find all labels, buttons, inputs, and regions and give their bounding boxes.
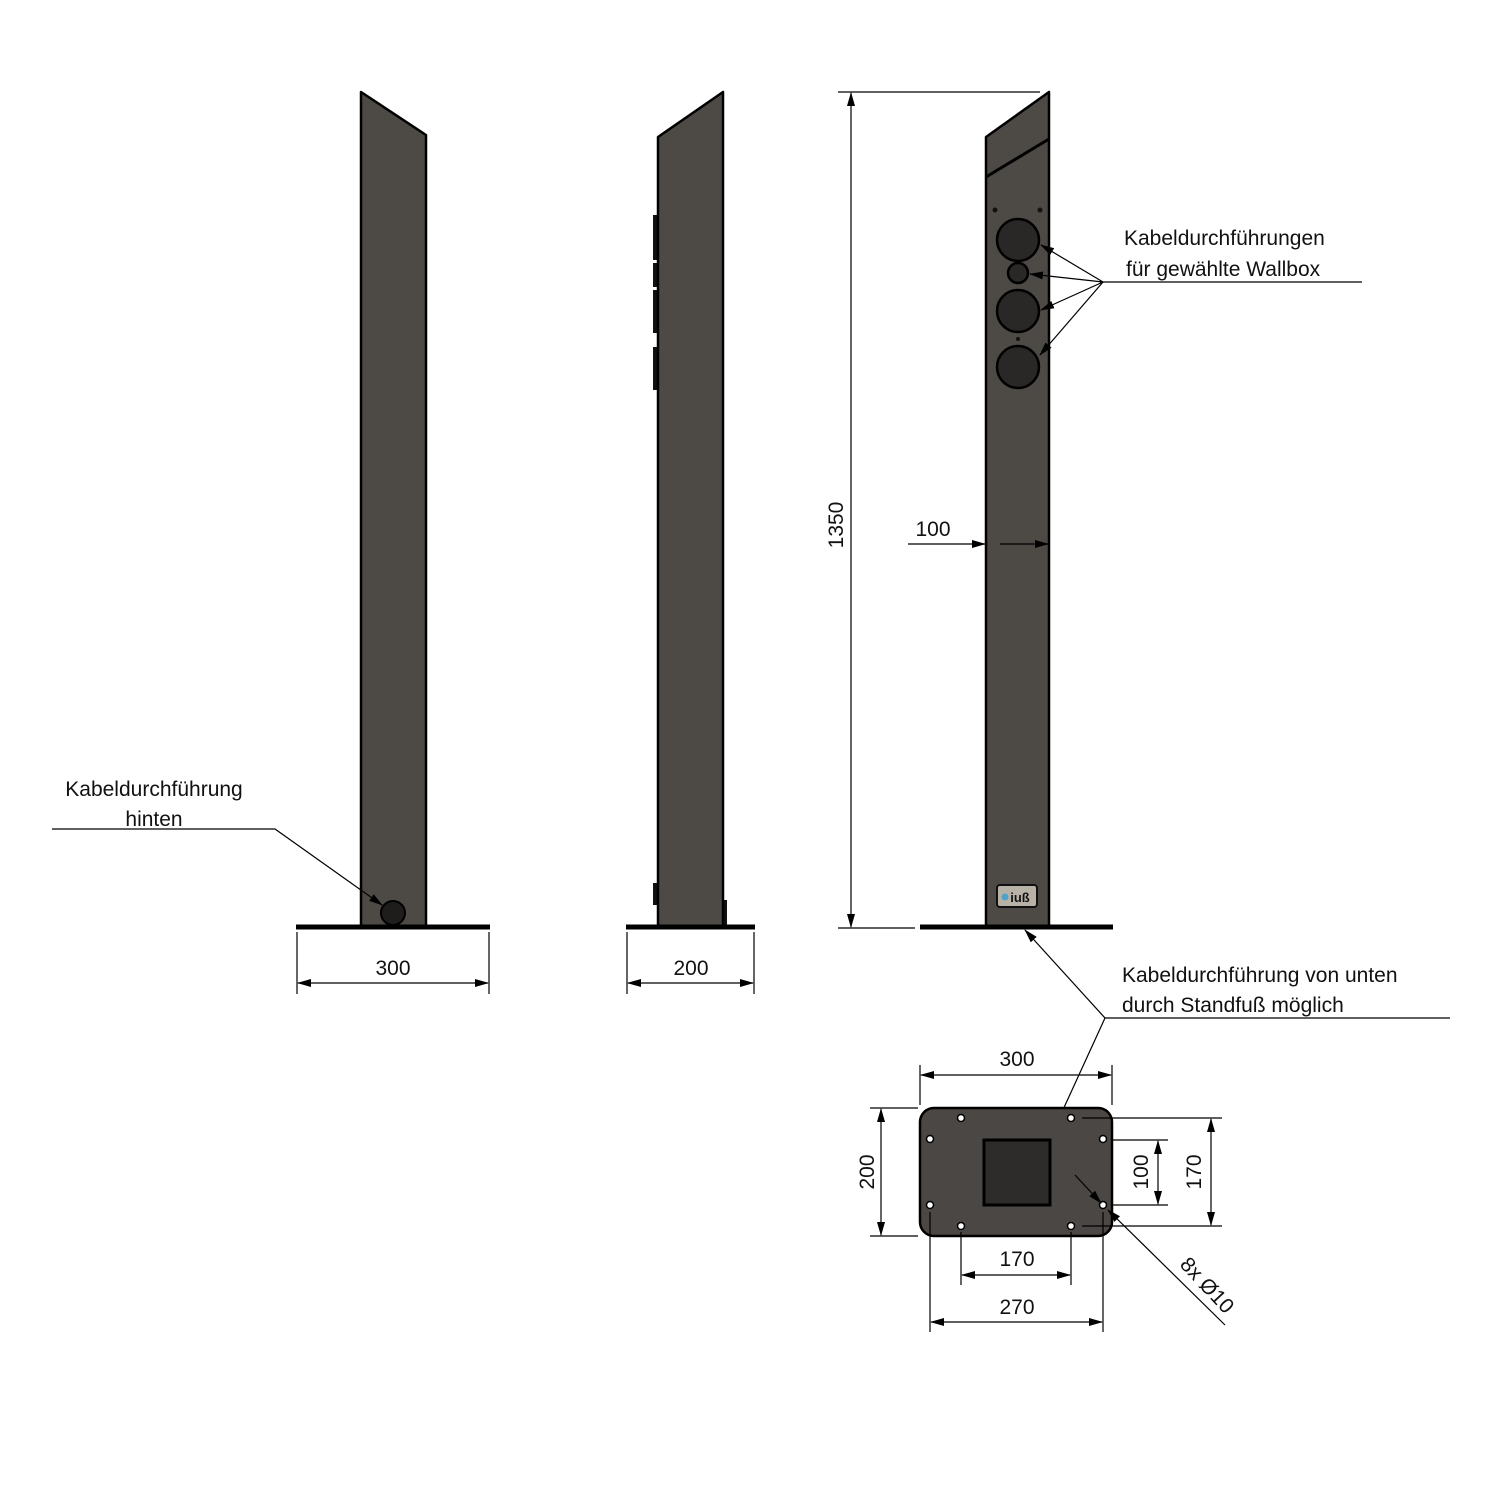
- front-view: 300 Kabeldurchführung hinten: [52, 90, 490, 994]
- opening-dimension: 100: [1130, 1154, 1153, 1189]
- pillar-front: [359, 90, 428, 929]
- mounting-hole: [1066, 1221, 1076, 1231]
- pillar-side: [656, 90, 725, 929]
- logo-badge: iuß: [996, 884, 1038, 908]
- logo-dot-icon: [1001, 893, 1009, 901]
- hole-spacing-horizontal-dimension: 170: [999, 1248, 1034, 1271]
- front-width-dimension: 300: [375, 957, 410, 980]
- pillar-back: [984, 90, 1051, 929]
- bottom-cable-callout-line2: durch Standfuß möglich: [1122, 994, 1344, 1017]
- bottom-cable-callout-line1: Kabeldurchführung von unten: [1122, 964, 1398, 987]
- depth-dimension: 100: [915, 518, 950, 541]
- leader-line: [1107, 1209, 1226, 1326]
- mount-bracket: [653, 263, 660, 287]
- cable-gland-callout-line1: Kabeldurchführungen: [1124, 227, 1325, 250]
- mount-bracket: [653, 215, 660, 260]
- mounting-hole: [956, 1221, 966, 1231]
- mounting-hole: [1066, 1113, 1076, 1123]
- cable-gland-hole: [995, 344, 1041, 390]
- mounting-hole: [925, 1134, 935, 1144]
- height-dimension: 1350: [825, 502, 848, 549]
- logo-text: iuß: [1010, 890, 1030, 905]
- leader-line: [52, 828, 383, 906]
- leader-line: [1074, 1174, 1102, 1204]
- leader-line: [1040, 244, 1104, 283]
- screw-dot: [1037, 207, 1043, 213]
- cable-gland-hole: [995, 288, 1041, 334]
- cover-seam: [985, 137, 1050, 179]
- cable-gland-hole: [995, 217, 1041, 263]
- side-view: 200: [626, 90, 755, 994]
- cable-gland-callout-line2: für gewählte Wallbox: [1126, 258, 1321, 281]
- mounting-hole: [925, 1200, 935, 1210]
- side-width-dimension: 200: [673, 957, 708, 980]
- plate-width-dimension: 300: [999, 1048, 1034, 1071]
- mount-bracket: [653, 347, 660, 390]
- cable-gland-hole-small: [1006, 261, 1030, 285]
- back-view: iuß 1350 100 Kabeldurchführungen für gew…: [825, 90, 1450, 1161]
- cable-opening: [982, 1138, 1052, 1207]
- hole-spacing-vertical-dimension: 170: [1183, 1154, 1206, 1189]
- mounting-holes: [925, 1113, 1108, 1231]
- base-plate-top-view: 300 200 100 170 170 270 8x Ø10: [856, 1048, 1238, 1332]
- rear-cable-hole: [380, 900, 406, 926]
- rear-cable-callout-line2: hinten: [125, 808, 182, 831]
- mount-bracket: [653, 883, 660, 905]
- screw-dot: [1016, 337, 1020, 341]
- mounting-hole: [1098, 1134, 1108, 1144]
- hole-span-dimension: 270: [999, 1296, 1034, 1319]
- leader-line: [1040, 281, 1104, 311]
- mount-bracket: [653, 290, 660, 333]
- leader-line: [1029, 271, 1104, 283]
- leader-line: [1039, 281, 1104, 356]
- rear-cable-callout-line1: Kabeldurchführung: [65, 778, 242, 801]
- mounting-hole: [956, 1113, 966, 1123]
- plate-depth-dimension: 200: [856, 1154, 879, 1189]
- leader-line: [1024, 929, 1106, 1019]
- screw-dot: [992, 207, 998, 213]
